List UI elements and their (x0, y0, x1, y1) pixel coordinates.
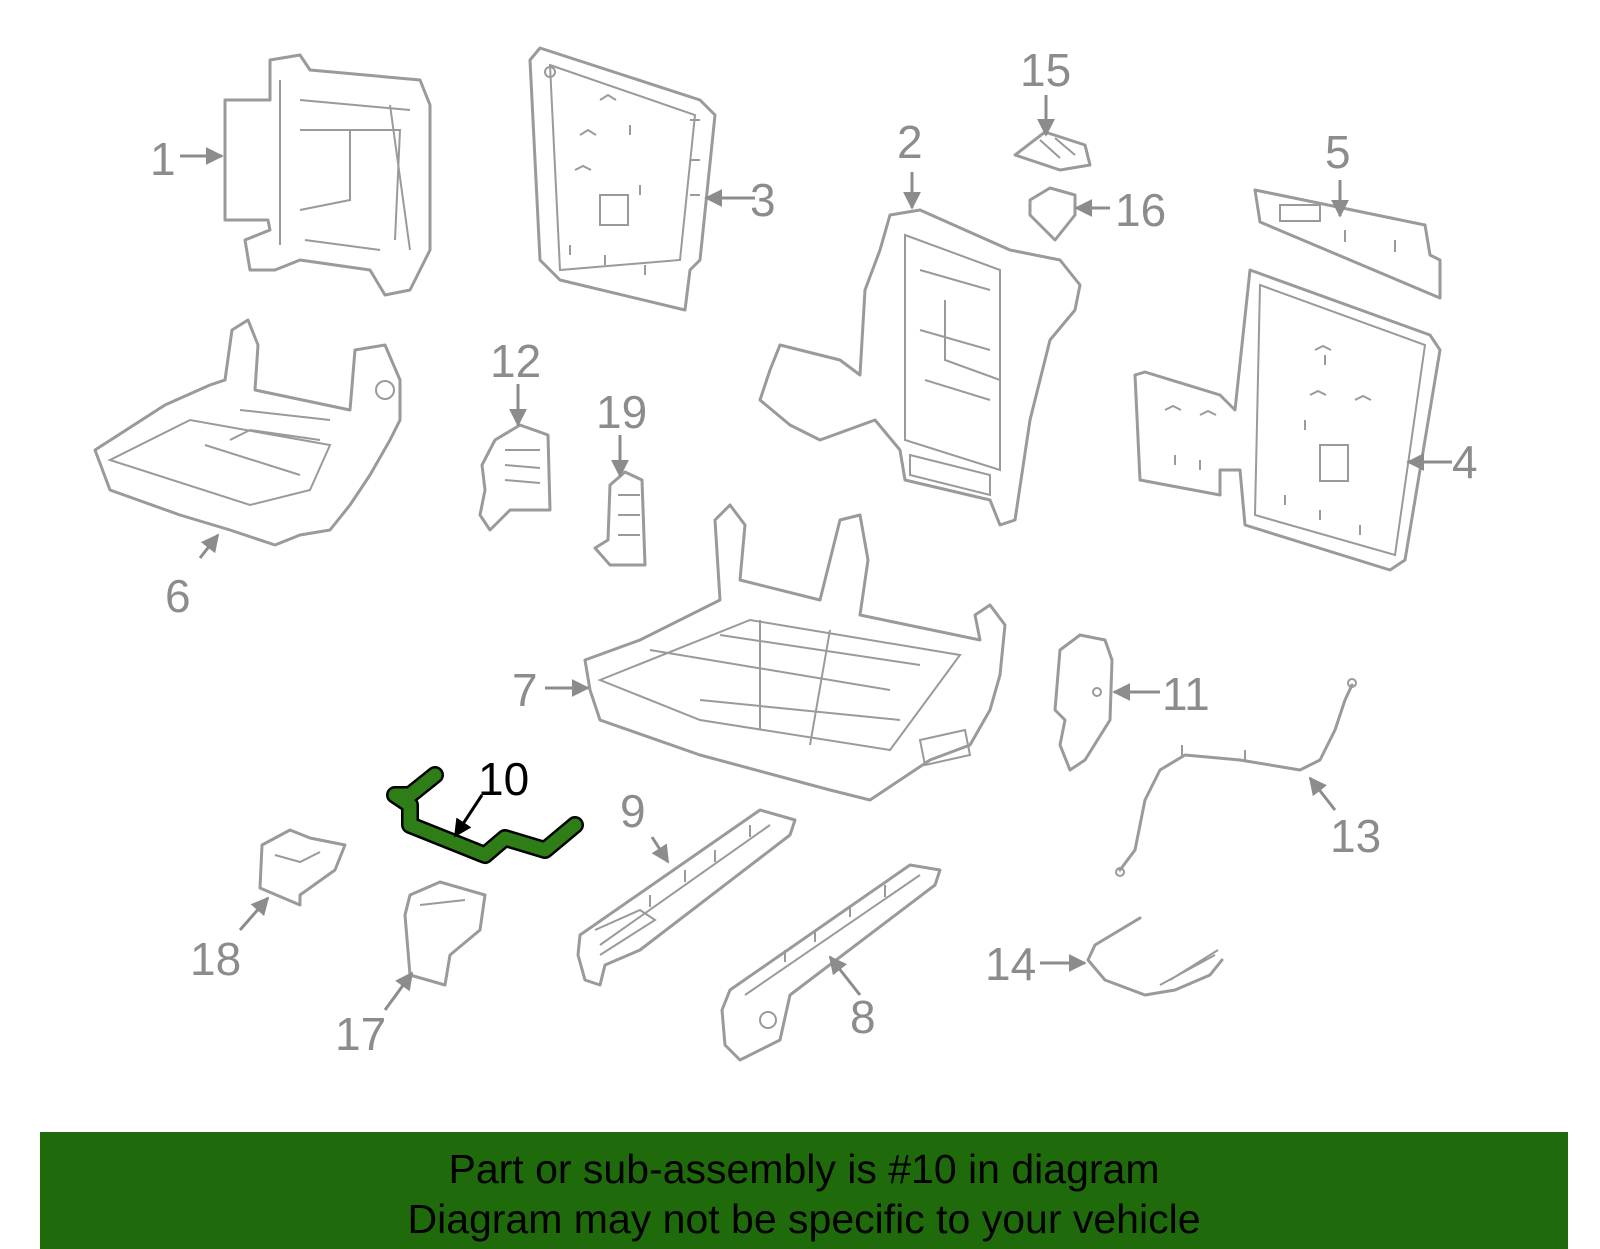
callout-arrows (180, 95, 1452, 1011)
callout-13: 13 (1330, 810, 1381, 862)
part-6-seat-cushion-frame (93, 318, 402, 547)
callout-7: 7 (512, 664, 538, 716)
part-11-cover (1053, 633, 1114, 772)
part-19-cover (593, 470, 647, 567)
banner-line-2: Diagram may not be specific to your vehi… (407, 1196, 1201, 1242)
part-14-wire (1086, 916, 1224, 997)
callout-14: 14 (985, 938, 1036, 990)
callout-3: 3 (750, 174, 776, 226)
part-18-cover (258, 828, 347, 907)
part-1-seat-back-frame (223, 53, 432, 297)
info-banner: Part or sub-assembly is #10 in diagram D… (40, 1132, 1568, 1249)
part-15-bracket (1013, 130, 1092, 172)
callout-4: 4 (1452, 436, 1478, 488)
callout-5: 5 (1325, 126, 1351, 178)
callout-8: 8 (850, 991, 876, 1043)
callout-1: 1 (150, 133, 176, 185)
part-5-trim-strip (1253, 188, 1442, 300)
part-2-seat-back-frame (758, 208, 1082, 527)
callout-9: 9 (620, 785, 646, 837)
part-17-cover (403, 880, 487, 987)
callout-6: 6 (165, 570, 191, 622)
parts-diagram: 1 2 3 4 5 6 7 8 9 10 11 12 13 14 15 16 1… (93, 44, 1478, 1062)
callout-12: 12 (490, 335, 541, 387)
part-13-cable (1115, 678, 1357, 877)
callout-10: 10 (478, 753, 529, 805)
callout-15: 15 (1020, 44, 1071, 96)
callout-labels: 1 2 3 4 5 6 7 8 9 10 11 12 13 14 15 16 1… (150, 44, 1478, 1060)
callout-11: 11 (1162, 668, 1210, 720)
part-3-seat-back-panel (528, 46, 717, 312)
part-7-seat-cushion-frame (583, 503, 1007, 802)
part-12-cover (478, 423, 552, 532)
callout-16: 16 (1115, 184, 1166, 236)
part-4-seat-back-panel (1133, 268, 1442, 572)
banner-line-1: Part or sub-assembly is #10 in diagram (448, 1146, 1160, 1192)
callout-2: 2 (897, 116, 923, 168)
part-16-clip (1028, 186, 1077, 242)
callout-18: 18 (190, 933, 241, 985)
part-9-seat-track (576, 808, 797, 987)
part-10-highlighted-rod (386, 766, 584, 864)
part-8-seat-track (720, 863, 942, 1062)
callout-19: 19 (596, 386, 647, 438)
callout-17: 17 (335, 1008, 386, 1060)
